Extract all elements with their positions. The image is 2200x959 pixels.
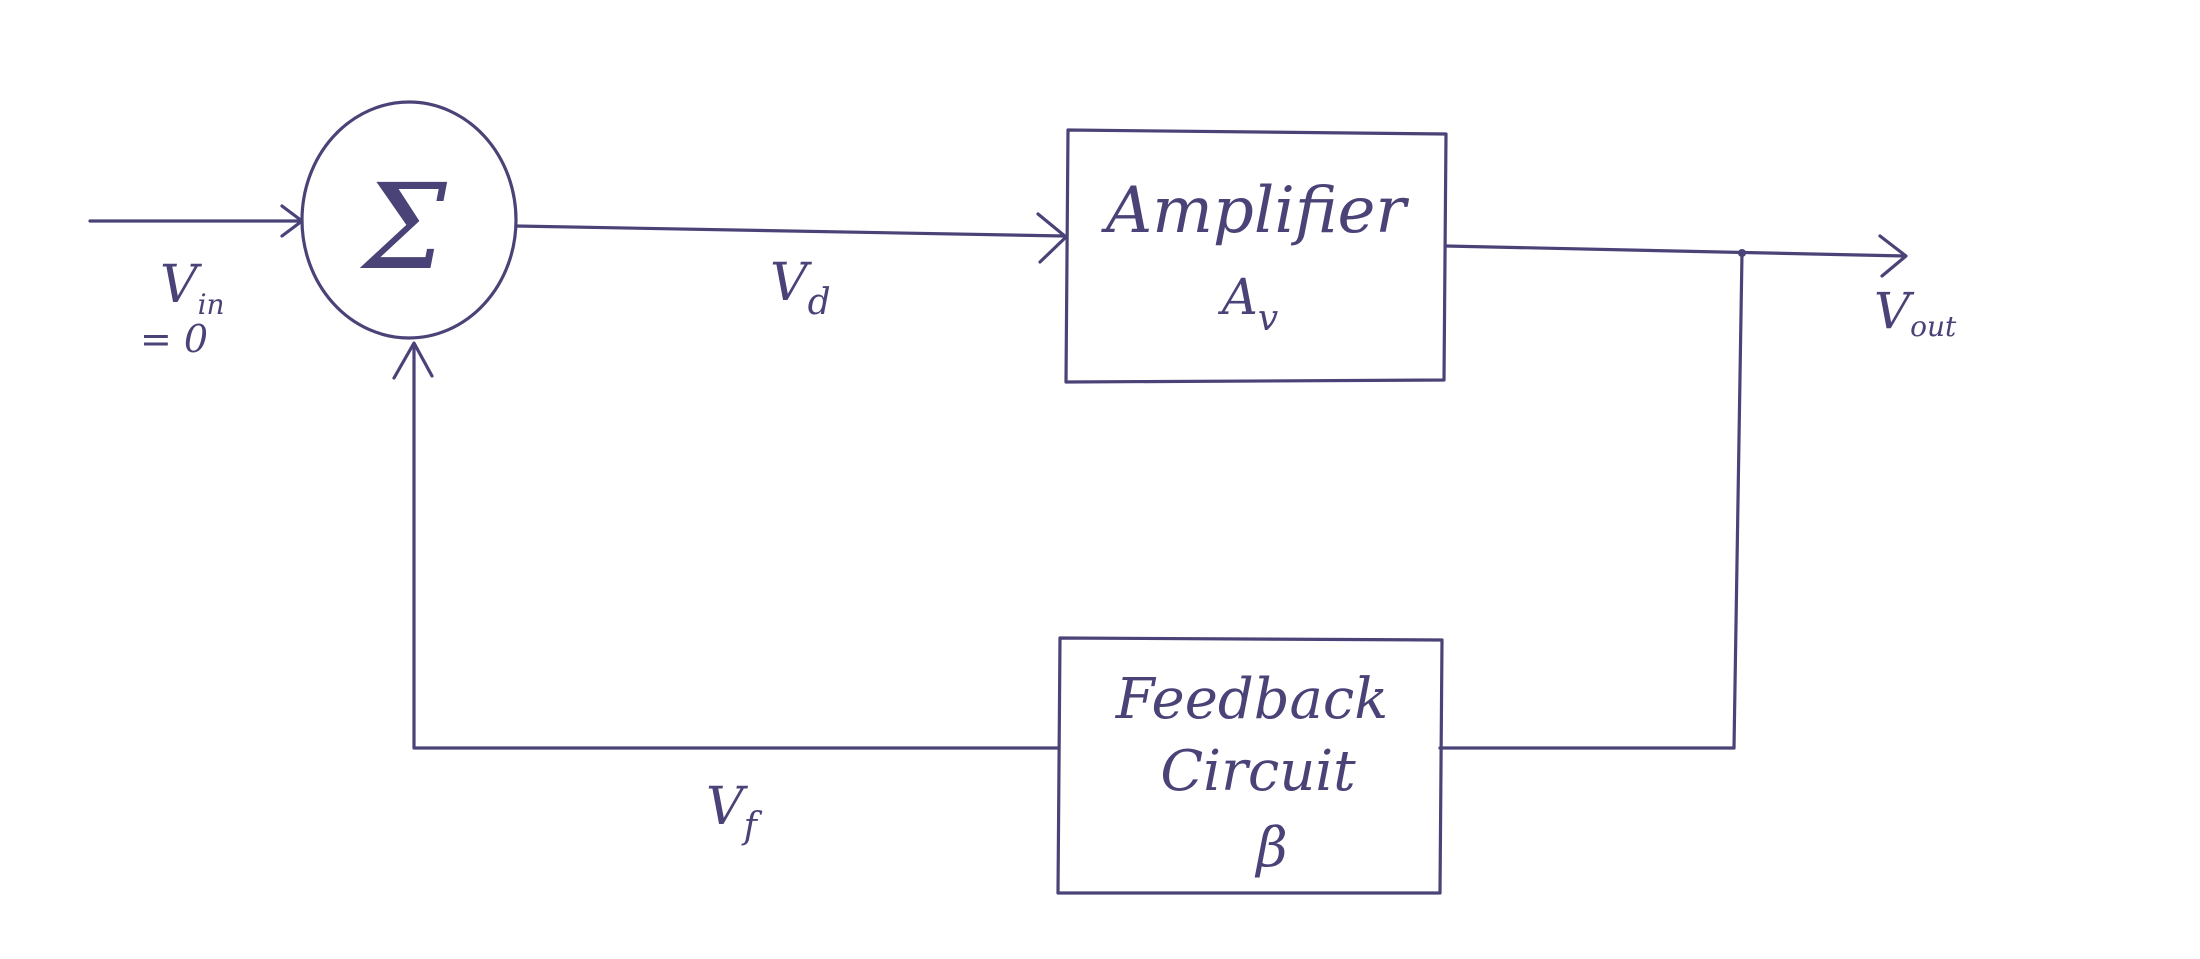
vout-label: Vout xyxy=(1874,282,1957,343)
amplifier-title: Amplifier xyxy=(1101,174,1409,248)
summing-symbol: Σ xyxy=(359,158,447,296)
feedback-factor: β xyxy=(1254,816,1287,879)
vf-signal-line xyxy=(392,341,1060,750)
summing-junction: Σ xyxy=(300,100,518,340)
amplifier-gain: Av xyxy=(1218,268,1278,339)
vd-label: Vd xyxy=(770,253,831,323)
feedback-title-line1: Feedback xyxy=(1115,667,1388,732)
amplifier-block: Amplifier Av xyxy=(1064,128,1448,384)
feedback-block: Feedback Circuit β xyxy=(1056,636,1444,895)
vf-label: Vf xyxy=(706,777,763,847)
feedback-title-line2: Circuit xyxy=(1160,739,1356,804)
input-signal-line xyxy=(88,204,304,238)
output-signal-line xyxy=(1444,234,1908,278)
feedback-takeoff-line xyxy=(1732,249,1746,750)
vin-value-label: = 0 xyxy=(140,317,208,361)
vin-label: Vin xyxy=(160,255,225,321)
